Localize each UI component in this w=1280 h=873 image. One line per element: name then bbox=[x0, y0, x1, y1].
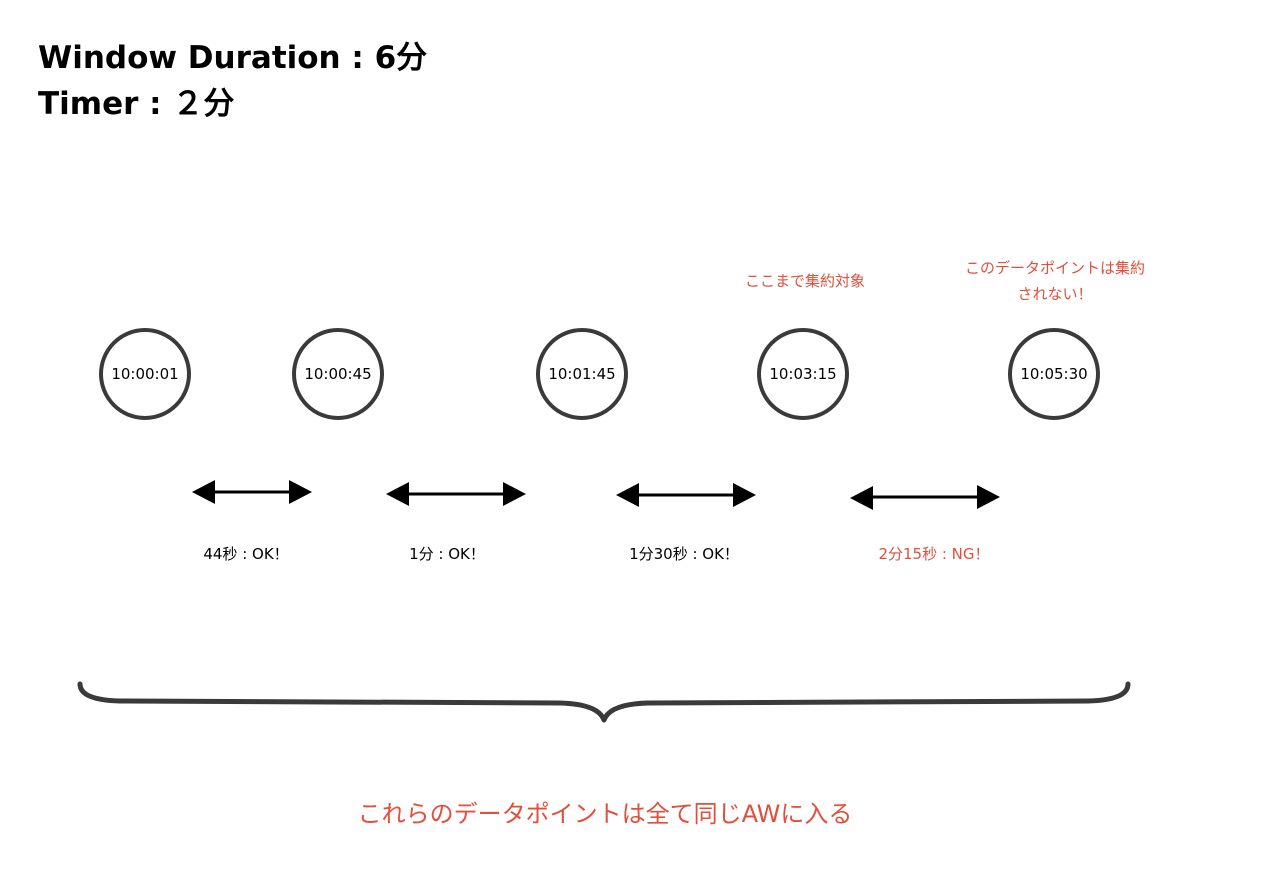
gap-label: 1分30秒 : OK！ bbox=[629, 545, 739, 563]
timestamp-node: 10:00:45 bbox=[292, 328, 384, 420]
gap-arrow bbox=[616, 483, 756, 507]
timestamp-label: 10:00:45 bbox=[304, 365, 372, 383]
bottom-caption: これらのデータポイントは全て同じAWに入る bbox=[357, 800, 853, 828]
aggregate-until-text: ここまで集約対象 bbox=[744, 272, 866, 290]
timestamp-node: 10:01:45 bbox=[536, 328, 628, 420]
not-aggregated-line-2: されない！ bbox=[1017, 285, 1093, 303]
timestamp-label: 10:01:45 bbox=[548, 365, 616, 383]
not-aggregated-note: このデータポイントは集約 されない！ bbox=[965, 255, 1145, 307]
timestamp-label: 10:03:15 bbox=[769, 365, 837, 383]
timestamp-node: 10:03:15 bbox=[757, 328, 849, 420]
gap-label: 1分 : OK！ bbox=[409, 545, 485, 563]
timestamp-node: 10:05:30 bbox=[1008, 328, 1100, 420]
timestamp-label: 10:05:30 bbox=[1020, 365, 1088, 383]
not-aggregated-line-1: このデータポイントは集約 bbox=[964, 259, 1146, 277]
gap-label: 2分15秒 : NG！ bbox=[878, 545, 990, 563]
aggregate-until-note: ここまで集約対象 bbox=[745, 268, 865, 294]
gap-arrow bbox=[386, 482, 526, 506]
window-duration-title: Window Duration : 6分 bbox=[38, 40, 428, 76]
gap-arrow bbox=[192, 480, 312, 504]
timestamp-node: 10:00:01 bbox=[99, 328, 191, 420]
timer-title: Timer : ２分 bbox=[38, 86, 235, 122]
grouping-brace bbox=[77, 681, 1131, 723]
gap-label: 44秒 : OK！ bbox=[203, 545, 289, 563]
timestamp-label: 10:00:01 bbox=[111, 365, 179, 383]
gap-arrow bbox=[850, 485, 1000, 510]
